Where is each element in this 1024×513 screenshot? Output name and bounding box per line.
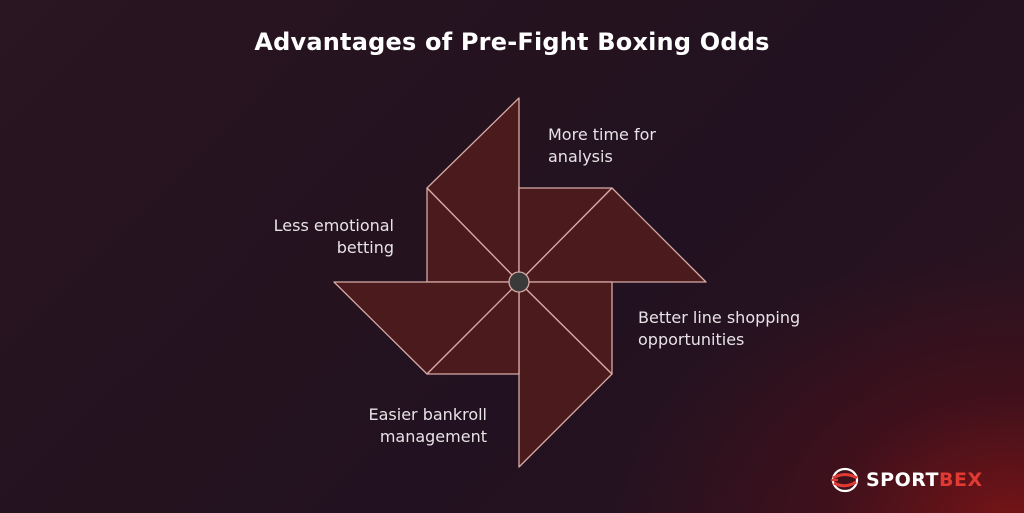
page-title: Advantages of Pre-Fight Boxing Odds (254, 28, 770, 56)
pinwheel-center (508, 271, 530, 293)
item-better-line-shopping: Better line shopping opportunities (638, 308, 801, 349)
pinwheel-blade-bottom-inner (518, 281, 613, 375)
pinwheel-blade-left-inner (426, 281, 520, 375)
sportbex-ball-icon (831, 467, 859, 493)
item-more-time-analysis: More time for analysis (548, 125, 656, 166)
item-less-emotional-betting: Less emotional betting (273, 216, 394, 257)
item-easier-bankroll: Easier bankroll management (368, 405, 487, 446)
sportbex-wordmark: SPORTBEX (866, 469, 983, 491)
sportbex-logo: SPORTBEX (830, 465, 1000, 495)
